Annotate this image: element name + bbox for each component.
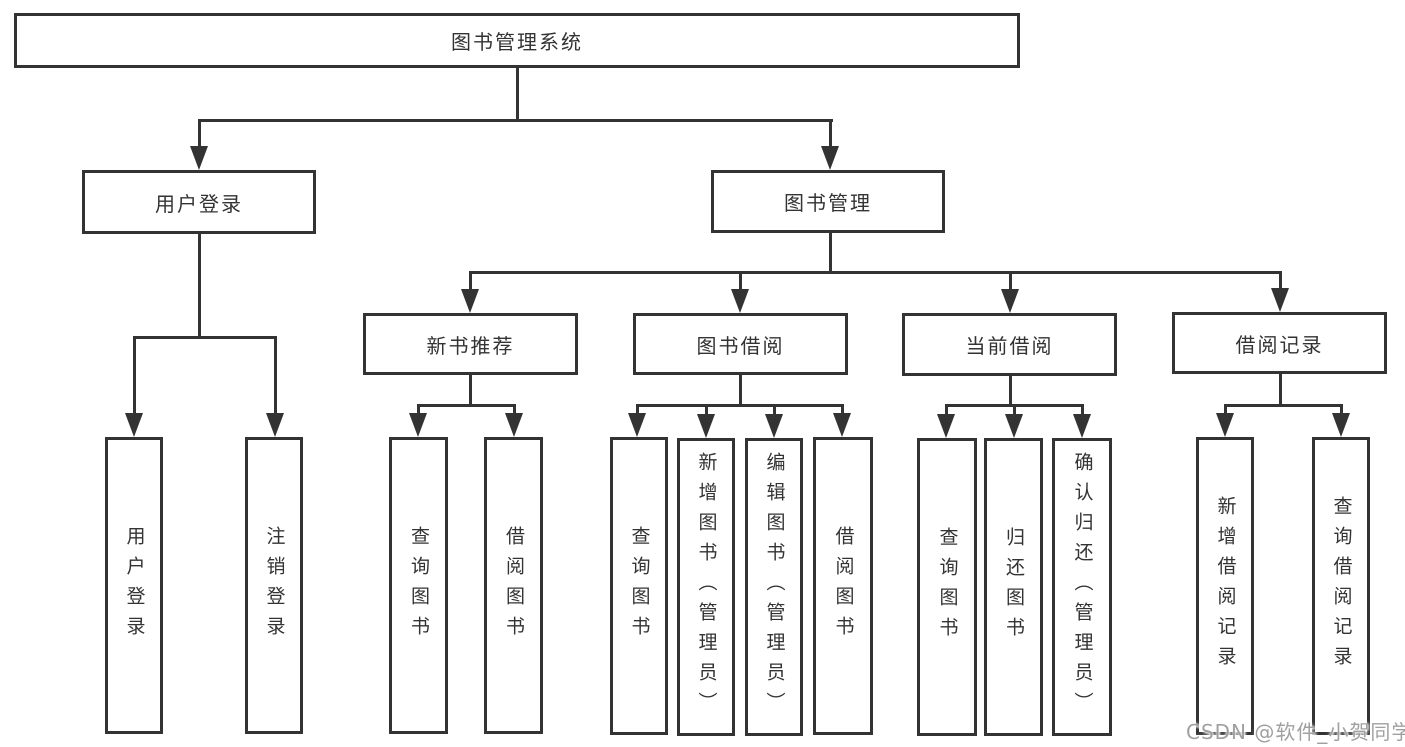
arrowhead-down [731, 289, 749, 313]
leaf-borrow-book-recommend-label: 借阅图书 [503, 525, 525, 646]
csdn-watermark: CSDN @软件_小贺同学 [1186, 720, 1405, 744]
leaf-borrow-book-label: 借阅图书 [832, 526, 855, 646]
connector-user-login-splitter [133, 336, 277, 339]
connector-root-stem [516, 67, 519, 121]
arrowhead-down [765, 414, 783, 438]
node-new-book-recommend-label: 新书推荐 [426, 333, 515, 358]
connector-new-book-splitter [417, 404, 516, 407]
leaf-user-login-label: 用户登录 [123, 525, 146, 646]
leaf-query-borrow-record: 查询借阅记录 [1312, 437, 1370, 735]
leaf-query-book-borrow: 查询图书 [610, 437, 668, 735]
connector-shaft-leaf [1013, 406, 1016, 419]
leaf-logout-login: 注销登录 [245, 437, 303, 734]
connector-user-login-stem [198, 233, 201, 338]
node-current-borrow-label: 当前借阅 [965, 334, 1054, 358]
leaf-query-book-recommend: 查询图书 [389, 437, 448, 734]
node-user-login: 用户登录 [82, 170, 316, 234]
node-book-management-label: 图书管理 [784, 191, 872, 215]
connector-shaft-leaf [513, 406, 516, 418]
arrowhead-down [461, 289, 479, 313]
arrowhead-down [125, 413, 143, 437]
leaf-edit-book-admin: 编辑图书（管理员） [745, 438, 803, 736]
arrowhead-down [505, 413, 523, 437]
connector-shaft-leaf [1279, 273, 1282, 292]
arrowhead-down [833, 413, 851, 437]
connector-shaft-leaf [636, 406, 639, 418]
connector-new-book-stem [469, 374, 472, 406]
arrowhead-down [1332, 413, 1350, 437]
connector-level3-splitter [469, 271, 1282, 274]
connector-book-borrow-stem [739, 374, 742, 406]
leaf-edit-book-admin-label: 编辑图书（管理员） [763, 452, 786, 722]
node-new-book-recommend: 新书推荐 [363, 313, 578, 375]
connector-shaft-leaf [469, 273, 472, 292]
connector-current-borrow-splitter [945, 404, 1084, 407]
leaf-return-book-label: 归还图书 [1003, 527, 1025, 647]
connector-level2-splitter [198, 119, 833, 122]
connector-borrow-record-stem [1279, 373, 1282, 406]
connector-shaft-leaf [1009, 273, 1012, 292]
node-root: 图书管理系统 [14, 13, 1020, 68]
node-user-login-label: 用户登录 [155, 191, 243, 216]
arrowhead-down [1216, 413, 1234, 437]
leaf-query-book-borrow-label: 查询图书 [628, 526, 651, 646]
connector-shaft-leaf [773, 406, 776, 418]
arrowhead-down [1073, 414, 1091, 438]
node-root-label: 图书管理系统 [451, 30, 583, 54]
node-borrow-record: 借阅记录 [1172, 312, 1387, 374]
arrowhead-down [266, 413, 284, 437]
node-current-borrow: 当前借阅 [902, 313, 1117, 376]
arrowhead-down [1005, 414, 1023, 438]
leaf-user-login: 用户登录 [105, 437, 163, 734]
connector-shaft-leaf [945, 406, 948, 419]
arrowhead-down [821, 146, 839, 170]
leaf-query-book-current: 查询图书 [917, 438, 977, 736]
connector-shaft-leaf [705, 406, 708, 418]
leaf-query-book-current-label: 查询图书 [936, 527, 959, 647]
leaf-confirm-return-admin-label: 确认归还（管理员） [1071, 452, 1094, 722]
connector-shaft-leaf [739, 273, 742, 292]
connector-current-borrow-stem [1009, 375, 1012, 406]
node-borrow-record-label: 借阅记录 [1235, 332, 1324, 357]
leaf-add-borrow-record: 新增借阅记录 [1196, 437, 1254, 735]
arrowhead-down [697, 414, 715, 438]
leaf-logout-login-label: 注销登录 [263, 525, 286, 646]
connector-shaft-leaf [417, 406, 420, 418]
arrowhead-down [628, 413, 646, 437]
leaf-return-book: 归还图书 [984, 438, 1043, 736]
connector-shaft-leaf [1224, 406, 1227, 418]
arrowhead-down [190, 146, 208, 170]
connector-shaft-leaf [841, 406, 844, 418]
connector-shaft-leaf [1340, 406, 1343, 418]
leaf-confirm-return-admin: 确认归还（管理员） [1052, 438, 1112, 736]
node-book-management: 图书管理 [711, 170, 945, 233]
connector-shaft-leaf [1081, 406, 1084, 419]
arrowhead-down [1271, 288, 1289, 312]
leaf-add-book-admin-label: 新增图书（管理员） [695, 452, 718, 722]
arrowhead-down [1001, 289, 1019, 313]
connector-book-borrow-splitter [636, 404, 844, 407]
connector-shaft-leaf [133, 338, 136, 417]
leaf-query-borrow-record-label: 查询借阅记录 [1330, 496, 1353, 676]
connector-shaft-book-management [829, 119, 832, 152]
leaf-query-book-recommend-label: 查询图书 [408, 525, 430, 646]
leaf-add-book-admin: 新增图书（管理员） [677, 438, 735, 736]
connector-borrow-record-splitter [1224, 404, 1343, 407]
node-book-borrow-label: 图书借阅 [696, 333, 785, 358]
arrowhead-down [409, 413, 427, 437]
connector-shaft-leaf [274, 338, 277, 417]
connector-shaft-user-login [198, 119, 201, 152]
leaf-borrow-book: 借阅图书 [813, 437, 873, 735]
arrowhead-down [937, 414, 955, 438]
connector-book-management-stem [829, 232, 832, 274]
leaf-add-borrow-record-label: 新增借阅记录 [1214, 496, 1237, 676]
leaf-borrow-book-recommend: 借阅图书 [484, 437, 543, 734]
node-book-borrow: 图书借阅 [633, 313, 848, 375]
